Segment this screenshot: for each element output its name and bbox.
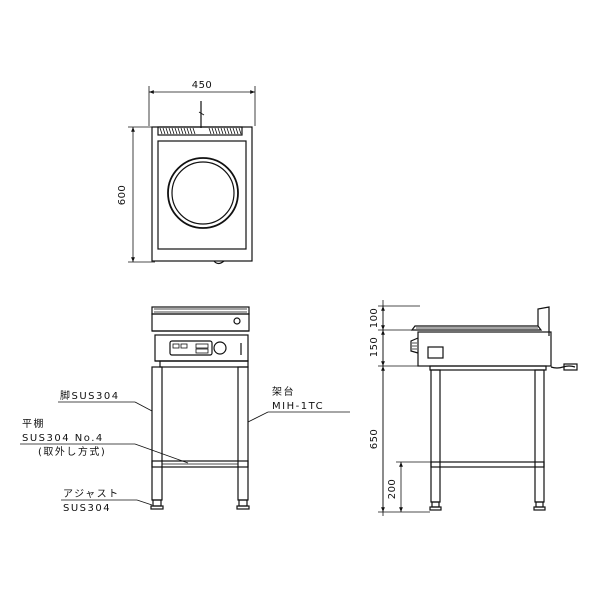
side-backsplash	[537, 306, 550, 336]
leg-label: 脚SUS304	[60, 389, 120, 402]
button-1	[172, 343, 180, 349]
side-rear-adjuster	[535, 501, 544, 508]
side-front-adjuster	[431, 501, 440, 508]
shelf-note-label: (取外し方式)	[38, 445, 106, 458]
indicator-bar	[195, 343, 209, 349]
bottom-knob	[213, 260, 225, 265]
stand-title-label: 架台	[272, 385, 295, 398]
width-dimension-label: 450	[192, 80, 213, 91]
front-right-adjuster	[238, 499, 248, 507]
dial-knob	[213, 341, 227, 355]
side-front-knob	[410, 337, 419, 354]
top-view-outline	[151, 126, 253, 262]
side-rear-leg	[534, 369, 545, 503]
induction-ring-outer	[167, 157, 239, 229]
front-view	[150, 306, 250, 510]
induction-ring-inner	[171, 161, 235, 225]
front-left-leg	[151, 366, 163, 501]
front-base	[159, 360, 249, 368]
front-right-leg	[237, 366, 249, 501]
leg-height-dimension-label: 650	[369, 429, 380, 450]
side-body	[417, 331, 552, 367]
adjuster-title-label: アジャスト	[63, 489, 120, 500]
side-front-leg	[430, 369, 441, 503]
button-2	[180, 343, 188, 349]
power-cord	[550, 365, 576, 369]
front-shelf	[151, 460, 249, 468]
shelf-height-dimension-label: 200	[387, 479, 398, 500]
adjuster-material-label: SUS304	[63, 503, 111, 514]
front-left-adjuster	[152, 499, 162, 507]
callouts: 脚SUS304 架台 MIH-1TC 平棚 SUS304 No.4 (取外し方式…	[20, 385, 350, 514]
control-display	[169, 340, 213, 356]
shelf-title-label: 平棚	[22, 417, 45, 430]
side-shelf	[430, 461, 545, 468]
top-height-dimension-label: 100	[369, 308, 380, 329]
side-view: 100 150 650 200	[369, 300, 578, 516]
power-plug	[563, 363, 578, 371]
stand-model-label: MIH-1TC	[272, 401, 324, 412]
top-plate	[157, 140, 247, 250]
shelf-material-label: SUS304 No.4	[22, 433, 104, 444]
side-nameplate	[427, 346, 444, 359]
side-base	[429, 365, 547, 371]
top-view: 450 600	[117, 80, 256, 265]
body-height-dimension-label: 150	[369, 337, 380, 358]
front-top-strip	[151, 306, 250, 315]
vent-strip	[157, 126, 243, 136]
power-knob	[233, 317, 241, 325]
depth-dimension-label: 600	[117, 185, 128, 206]
